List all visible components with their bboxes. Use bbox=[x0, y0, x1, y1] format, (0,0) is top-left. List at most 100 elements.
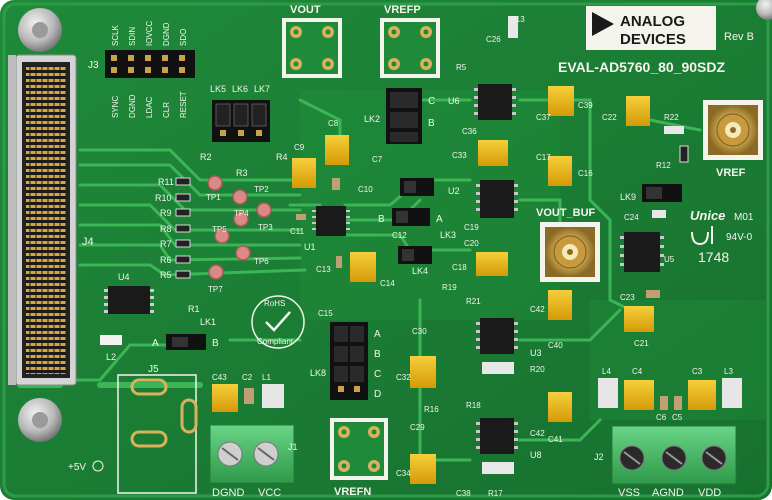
c20-label: C20 bbox=[464, 239, 479, 248]
r16-label: R16 bbox=[424, 405, 439, 414]
caps-center: C8 C9 C10 C11 C13 C14 bbox=[290, 119, 395, 288]
rohs-mark: RoHS Compliant bbox=[251, 295, 305, 349]
u1-label: U1 bbox=[304, 242, 316, 252]
vref-label: VREF bbox=[716, 167, 746, 179]
c37-label: C39 bbox=[578, 101, 593, 110]
j3-pin-ldac: LDAC bbox=[145, 96, 154, 118]
resistor-array: R11 R10 R9 R8 R7 R6 R5 R2 R3 R4 R1 bbox=[155, 152, 288, 314]
r3-label: R3 bbox=[236, 168, 248, 178]
c18-label: C18 bbox=[452, 263, 467, 272]
r4-label: R4 bbox=[276, 152, 288, 162]
sma-vout-buf: VOUT_BUF bbox=[536, 207, 600, 282]
c41-label: C42 bbox=[530, 305, 545, 314]
u3-label: U3 bbox=[530, 348, 542, 358]
l1-label: L1 bbox=[262, 373, 271, 382]
lk8-pos-c: C bbox=[374, 369, 381, 380]
l3-label: L3 bbox=[724, 367, 733, 376]
j1-label: J1 bbox=[288, 442, 298, 452]
vrefn-label: VREFN bbox=[334, 486, 371, 498]
c13-label: C13 bbox=[316, 265, 331, 274]
power-caps-left: C43 C2 L1 bbox=[212, 373, 284, 412]
plus5v-label: +5V bbox=[68, 462, 86, 473]
r9-label: R9 bbox=[160, 208, 172, 218]
j1-pin-vcc: VCC bbox=[258, 487, 281, 499]
j5-label: J5 bbox=[148, 364, 159, 375]
jumper-lk8: LK8 A B C D bbox=[310, 322, 381, 400]
lk3-a: A bbox=[436, 214, 443, 225]
tp4-label: TP4 bbox=[234, 209, 249, 218]
r10-label: R10 bbox=[155, 193, 172, 203]
header-j3: J3 SCLK SDIN IOVCC DGND SDO SYNC DGND LD… bbox=[88, 20, 195, 118]
j2-pin-agnd: AGND bbox=[652, 487, 684, 499]
tp7-label: TP7 bbox=[208, 285, 223, 294]
ic-u4: U4 bbox=[104, 272, 154, 314]
c2-label: C2 bbox=[242, 373, 253, 382]
marking-unice: Unice bbox=[690, 208, 725, 223]
ic-u3: U3 bbox=[476, 318, 542, 358]
j5-footprint: J5 +5V bbox=[68, 364, 198, 494]
c23-label: C23 bbox=[620, 293, 635, 302]
c9-label: C9 bbox=[294, 143, 305, 152]
j3-label: J3 bbox=[88, 60, 99, 71]
r20-label: R20 bbox=[530, 365, 545, 374]
lk6-label: LK6 bbox=[232, 84, 248, 94]
revision-label: Rev B bbox=[724, 31, 754, 43]
c15-label: C15 bbox=[318, 309, 333, 318]
lk8-pos-b: B bbox=[374, 349, 381, 360]
c39-label: C41 bbox=[548, 435, 563, 444]
r5b-label: R5 bbox=[456, 63, 467, 72]
j3-pin-sdin: SDIN bbox=[128, 27, 137, 46]
terminal-j1: J1 DGND VCC bbox=[209, 424, 298, 499]
tp2-label: TP2 bbox=[254, 185, 269, 194]
brand-area: ANALOG DEVICES Rev B EVAL-AD5760_80_90SD… bbox=[558, 6, 754, 75]
r11-label: R11 bbox=[158, 177, 174, 187]
c32-label: C32 bbox=[396, 373, 411, 382]
lk7-label: LK7 bbox=[254, 84, 270, 94]
r12-label: R12 bbox=[656, 161, 671, 170]
c14-label: C14 bbox=[380, 279, 395, 288]
fab-markings: Unice M01 94V-0 1748 bbox=[690, 208, 754, 265]
marking-94v0: 94V-0 bbox=[726, 232, 753, 243]
c19-label: C19 bbox=[464, 223, 479, 232]
lk1-b: B bbox=[212, 338, 219, 349]
caps-lower-right: C23 C21 bbox=[620, 290, 660, 348]
r21-label: R21 bbox=[466, 297, 481, 306]
lk3-label: LK3 bbox=[440, 230, 456, 240]
r18-label: R18 bbox=[466, 401, 481, 410]
j2-label: J2 bbox=[594, 452, 604, 462]
test-points bbox=[207, 175, 272, 280]
jumper-lk9: LK9 C24 bbox=[620, 184, 682, 222]
r6-label: R6 bbox=[160, 255, 172, 265]
testpoint-vrefn: VREFN bbox=[330, 418, 388, 498]
c11-label: C11 bbox=[290, 227, 305, 236]
c3-label: C3 bbox=[692, 367, 703, 376]
caps-right-column: C26 R5 R13 C39 C37 C36 C33 C17 C16 C19 C… bbox=[318, 15, 593, 498]
r13-label: R13 bbox=[510, 15, 525, 24]
r1-label: R1 bbox=[188, 304, 200, 314]
j3-pin-sync: SYNC bbox=[111, 96, 120, 118]
tp5-label: TP5 bbox=[212, 225, 227, 234]
c10-label: C10 bbox=[358, 185, 373, 194]
ic-u6: U6 bbox=[448, 84, 516, 120]
lk8-pos-a: A bbox=[374, 329, 381, 340]
c8-label: C8 bbox=[328, 119, 339, 128]
vout-label: VOUT bbox=[290, 4, 321, 16]
r22-label: R22 bbox=[664, 113, 679, 122]
ic-u2: U2 bbox=[448, 180, 518, 218]
lk2-label: LK2 bbox=[364, 114, 380, 124]
ic-u8: U8 bbox=[476, 418, 542, 460]
jumpers-lk5-lk7: LK5 LK6 LK7 bbox=[210, 84, 270, 142]
j3-pin-sclk: SCLK bbox=[111, 24, 120, 46]
j1-pin-dgnd: DGND bbox=[212, 487, 244, 499]
connector-j4: J4 bbox=[8, 54, 94, 386]
ic-u1: U1 bbox=[304, 206, 350, 252]
c38-label: C40 bbox=[548, 341, 563, 350]
l2-label: L2 bbox=[106, 352, 116, 362]
lk2-pos-b: B bbox=[428, 118, 435, 129]
r8-label: R8 bbox=[160, 224, 172, 234]
j3-pin-reset: RESET bbox=[179, 91, 188, 118]
c43-label: C43 bbox=[212, 373, 227, 382]
testpoint-vout: VOUT bbox=[282, 4, 342, 78]
j3-pin-sdo: SDO bbox=[179, 29, 188, 46]
